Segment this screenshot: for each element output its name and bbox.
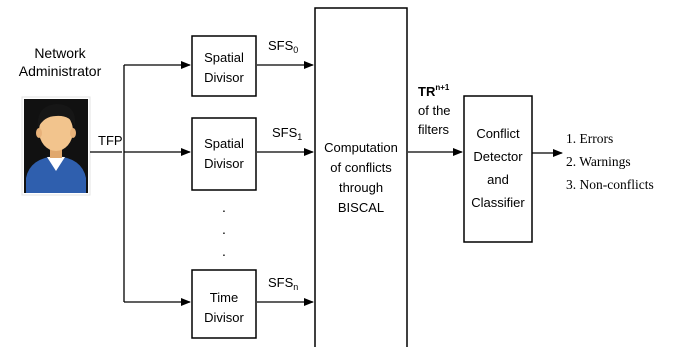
ellipsis-dot-1: . [222, 199, 226, 215]
divisor-box-1: Spatial Divisor [191, 117, 257, 191]
tr-label-line1: TRn+1 [418, 83, 450, 99]
connector-lines [90, 61, 563, 306]
classifier-line3: and [487, 172, 509, 187]
classifier-line1: Conflict [476, 126, 520, 141]
output-non-conflicts: 3. Non-conflicts [566, 177, 654, 192]
divisor-box-n: Time Divisor [191, 269, 257, 339]
classifier-box: Conflict Detector and Classifier [463, 95, 533, 243]
admin-label-line1: Network [34, 45, 86, 61]
admin-label-line2: Administrator [19, 63, 102, 79]
sfs-label-1: SFS1 [272, 125, 302, 142]
divisor-n-line1: Time [210, 290, 238, 305]
divisor-0-line1: Spatial [204, 50, 244, 65]
ellipsis-dot-2: . [222, 221, 226, 237]
tfp-label: TFP [98, 133, 123, 148]
sfs-label-n: SFSn [268, 275, 298, 292]
divisor-box-0: Spatial Divisor [191, 35, 257, 97]
classifier-line4: Classifier [471, 195, 525, 210]
computation-line1: Computation [324, 140, 398, 155]
divisor-1-line1: Spatial [204, 136, 244, 151]
divisor-0-line2: Divisor [204, 70, 244, 85]
classifier-line2: Detector [473, 149, 523, 164]
output-errors: 1. Errors [566, 131, 613, 146]
computation-line2: of conflicts [330, 160, 392, 175]
tr-label-line3: filters [418, 122, 450, 137]
user-avatar-icon [21, 96, 91, 196]
output-warnings: 2. Warnings [566, 154, 631, 169]
tr-label-line2: of the [418, 103, 451, 118]
divisor-1-line2: Divisor [204, 156, 244, 171]
ellipsis-dot-3: . [222, 243, 226, 259]
computation-line3: through [339, 180, 383, 195]
computation-line4: BISCAL [338, 200, 384, 215]
divisor-n-line2: Divisor [204, 310, 244, 325]
computation-box: Computation of conflicts through BISCAL [314, 7, 408, 352]
sfs-label-0: SFS0 [268, 38, 298, 55]
